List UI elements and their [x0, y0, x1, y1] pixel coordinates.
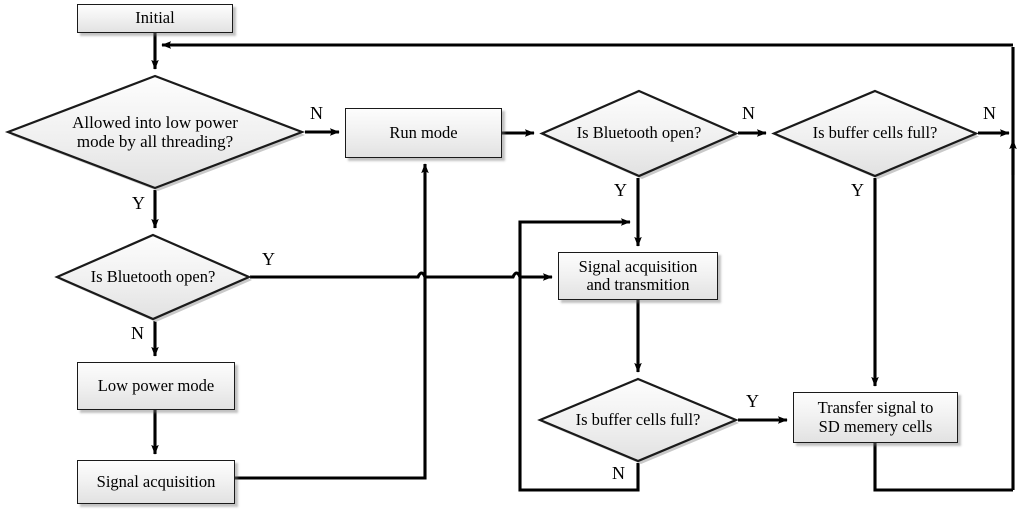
node-signal-acquisition-transmition-label: Signal acquisition and transmition	[578, 256, 698, 295]
node-signal-acquisition-label: Signal acquisition	[96, 471, 216, 491]
diamond-shape	[4, 74, 306, 191]
node-transfer-signal-sd[interactable]: Transfer signal to SD memery cells	[793, 392, 958, 443]
edge-label-allowed-no: N	[310, 103, 323, 123]
edge-label-bt-left-yes: Y	[262, 249, 275, 269]
diamond-shape	[771, 89, 979, 179]
node-bluetooth-right-decision[interactable]: Is Bluetooth open?	[539, 89, 739, 179]
node-transfer-signal-sd-label: Transfer signal to SD memery cells	[817, 398, 934, 436]
node-buffer-top-decision[interactable]: Is buffer cells full?	[771, 89, 979, 179]
edge-buffer-bottom-no-loop	[518, 218, 640, 492]
diamond-shape	[537, 377, 739, 464]
node-initial-label: Initial	[135, 8, 175, 28]
edge-label-buffer-top-yes: Y	[851, 180, 864, 200]
node-run-mode-label: Run mode	[389, 122, 458, 142]
node-bluetooth-left-decision[interactable]: Is Bluetooth open?	[54, 233, 252, 322]
node-signal-acquisition-transmition[interactable]: Signal acquisition and transmition	[558, 252, 718, 300]
edge-label-buffer-bottom-no: N	[612, 463, 625, 483]
node-run-mode[interactable]: Run mode	[345, 108, 502, 158]
edge-label-buffer-bottom-yes: Y	[746, 391, 759, 411]
node-signal-acquisition[interactable]: Signal acquisition	[77, 460, 235, 504]
node-initial[interactable]: Initial	[77, 4, 233, 33]
edge-bt-left-yes-to-sigtrans	[250, 271, 553, 281]
diamond-shape	[54, 233, 252, 322]
node-low-power-mode-label: Low power mode	[97, 375, 215, 395]
node-low-power-mode[interactable]: Low power mode	[77, 362, 235, 410]
node-allowed-decision[interactable]: Allowed into low power mode by all threa…	[4, 73, 306, 191]
node-sigtrans-line2: and transmition	[586, 275, 690, 294]
edge-label-bt-left-no: N	[131, 323, 144, 343]
edge-label-bt-right-no: N	[742, 103, 755, 123]
node-buffer-bottom-decision[interactable]: Is buffer cells full?	[537, 377, 739, 464]
diamond-shape	[539, 89, 739, 179]
edge-transfer-to-right-bus	[873, 443, 1013, 492]
edge-label-bt-right-yes: Y	[614, 180, 627, 200]
edge-label-buffer-top-no: N	[983, 103, 996, 123]
edge-sigacq-to-runmode	[235, 163, 429, 480]
node-sigtrans-line1: Signal acquisition	[578, 256, 698, 276]
node-transfer-line1: Transfer signal to	[817, 398, 934, 418]
edge-label-allowed-yes: Y	[132, 193, 145, 213]
node-transfer-line2: SD memery cells	[818, 416, 933, 436]
